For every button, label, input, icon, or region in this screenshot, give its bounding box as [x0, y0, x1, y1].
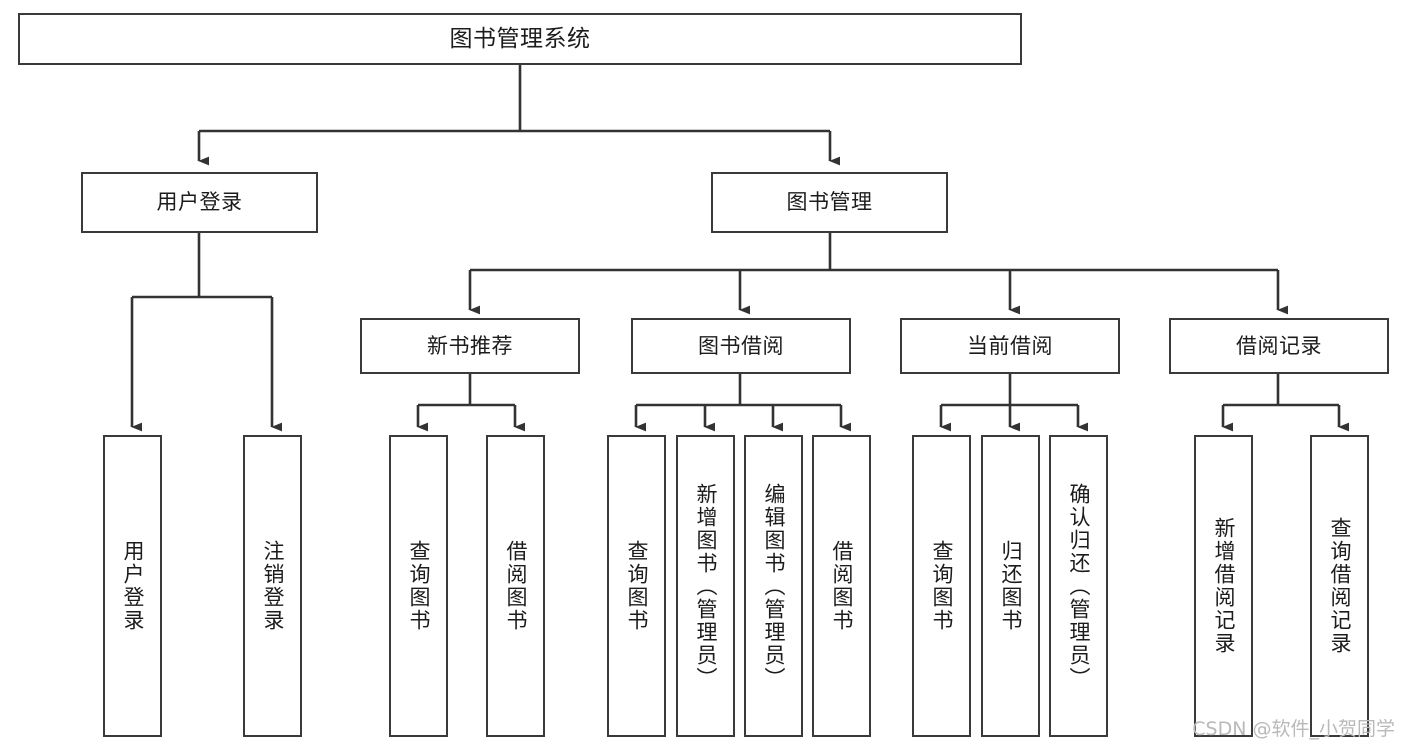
node-root-system-label: 图书管理系统: [449, 25, 591, 52]
node-leaf-user-login[interactable]: 用户登录: [103, 435, 162, 737]
node-leaf-query-book-1-label: 查询图书: [407, 540, 431, 632]
node-new-book-recommend[interactable]: 新书推荐: [360, 318, 580, 374]
node-leaf-add-borrow-record-label: 新增借阅记录: [1212, 517, 1236, 655]
node-leaf-confirm-return[interactable]: 确认归还（管理员）: [1049, 435, 1108, 737]
node-leaf-edit-book[interactable]: 编辑图书（管理员）: [744, 435, 803, 737]
node-leaf-borrow-book-2[interactable]: 借阅图书: [812, 435, 871, 737]
node-leaf-logout-login-label: 注销登录: [261, 540, 285, 632]
csdn-watermark: CSDN @软件_小贺同学: [1192, 718, 1395, 740]
node-current-borrow-label: 当前借阅: [967, 333, 1053, 358]
node-leaf-query-book-3[interactable]: 查询图书: [912, 435, 971, 737]
node-user-login-label: 用户登录: [156, 190, 243, 215]
node-leaf-borrow-book-1-label: 借阅图书: [504, 540, 528, 632]
node-leaf-logout-login[interactable]: 注销登录: [243, 435, 302, 737]
node-leaf-query-book-2[interactable]: 查询图书: [607, 435, 666, 737]
node-leaf-user-login-label: 用户登录: [121, 540, 145, 632]
node-book-management[interactable]: 图书管理: [711, 172, 948, 233]
node-book-borrow[interactable]: 图书借阅: [631, 318, 851, 374]
node-book-borrow-label: 图书借阅: [698, 333, 784, 358]
node-leaf-add-book[interactable]: 新增图书（管理员）: [676, 435, 735, 737]
node-leaf-confirm-return-label: 确认归还（管理员）: [1067, 482, 1091, 690]
node-leaf-query-borrow-record[interactable]: 查询借阅记录: [1310, 435, 1369, 737]
node-leaf-query-book-1[interactable]: 查询图书: [389, 435, 448, 737]
node-leaf-borrow-book-1[interactable]: 借阅图书: [486, 435, 545, 737]
node-root-system[interactable]: 图书管理系统: [18, 13, 1022, 65]
node-leaf-add-book-label: 新增图书（管理员）: [694, 482, 718, 690]
node-borrow-record[interactable]: 借阅记录: [1169, 318, 1389, 374]
node-leaf-query-book-3-label: 查询图书: [930, 540, 954, 632]
node-leaf-return-book[interactable]: 归还图书: [981, 435, 1040, 737]
node-leaf-borrow-book-2-label: 借阅图书: [830, 540, 854, 632]
node-leaf-edit-book-label: 编辑图书（管理员）: [762, 482, 786, 690]
node-new-book-recommend-label: 新书推荐: [427, 333, 513, 358]
node-leaf-return-book-label: 归还图书: [999, 540, 1023, 632]
node-leaf-add-borrow-record[interactable]: 新增借阅记录: [1194, 435, 1253, 737]
node-leaf-query-borrow-record-label: 查询借阅记录: [1328, 517, 1352, 655]
node-current-borrow[interactable]: 当前借阅: [900, 318, 1120, 374]
node-user-login[interactable]: 用户登录: [81, 172, 318, 233]
node-borrow-record-label: 借阅记录: [1236, 333, 1322, 358]
node-book-management-label: 图书管理: [786, 190, 873, 215]
node-leaf-query-book-2-label: 查询图书: [625, 540, 649, 632]
